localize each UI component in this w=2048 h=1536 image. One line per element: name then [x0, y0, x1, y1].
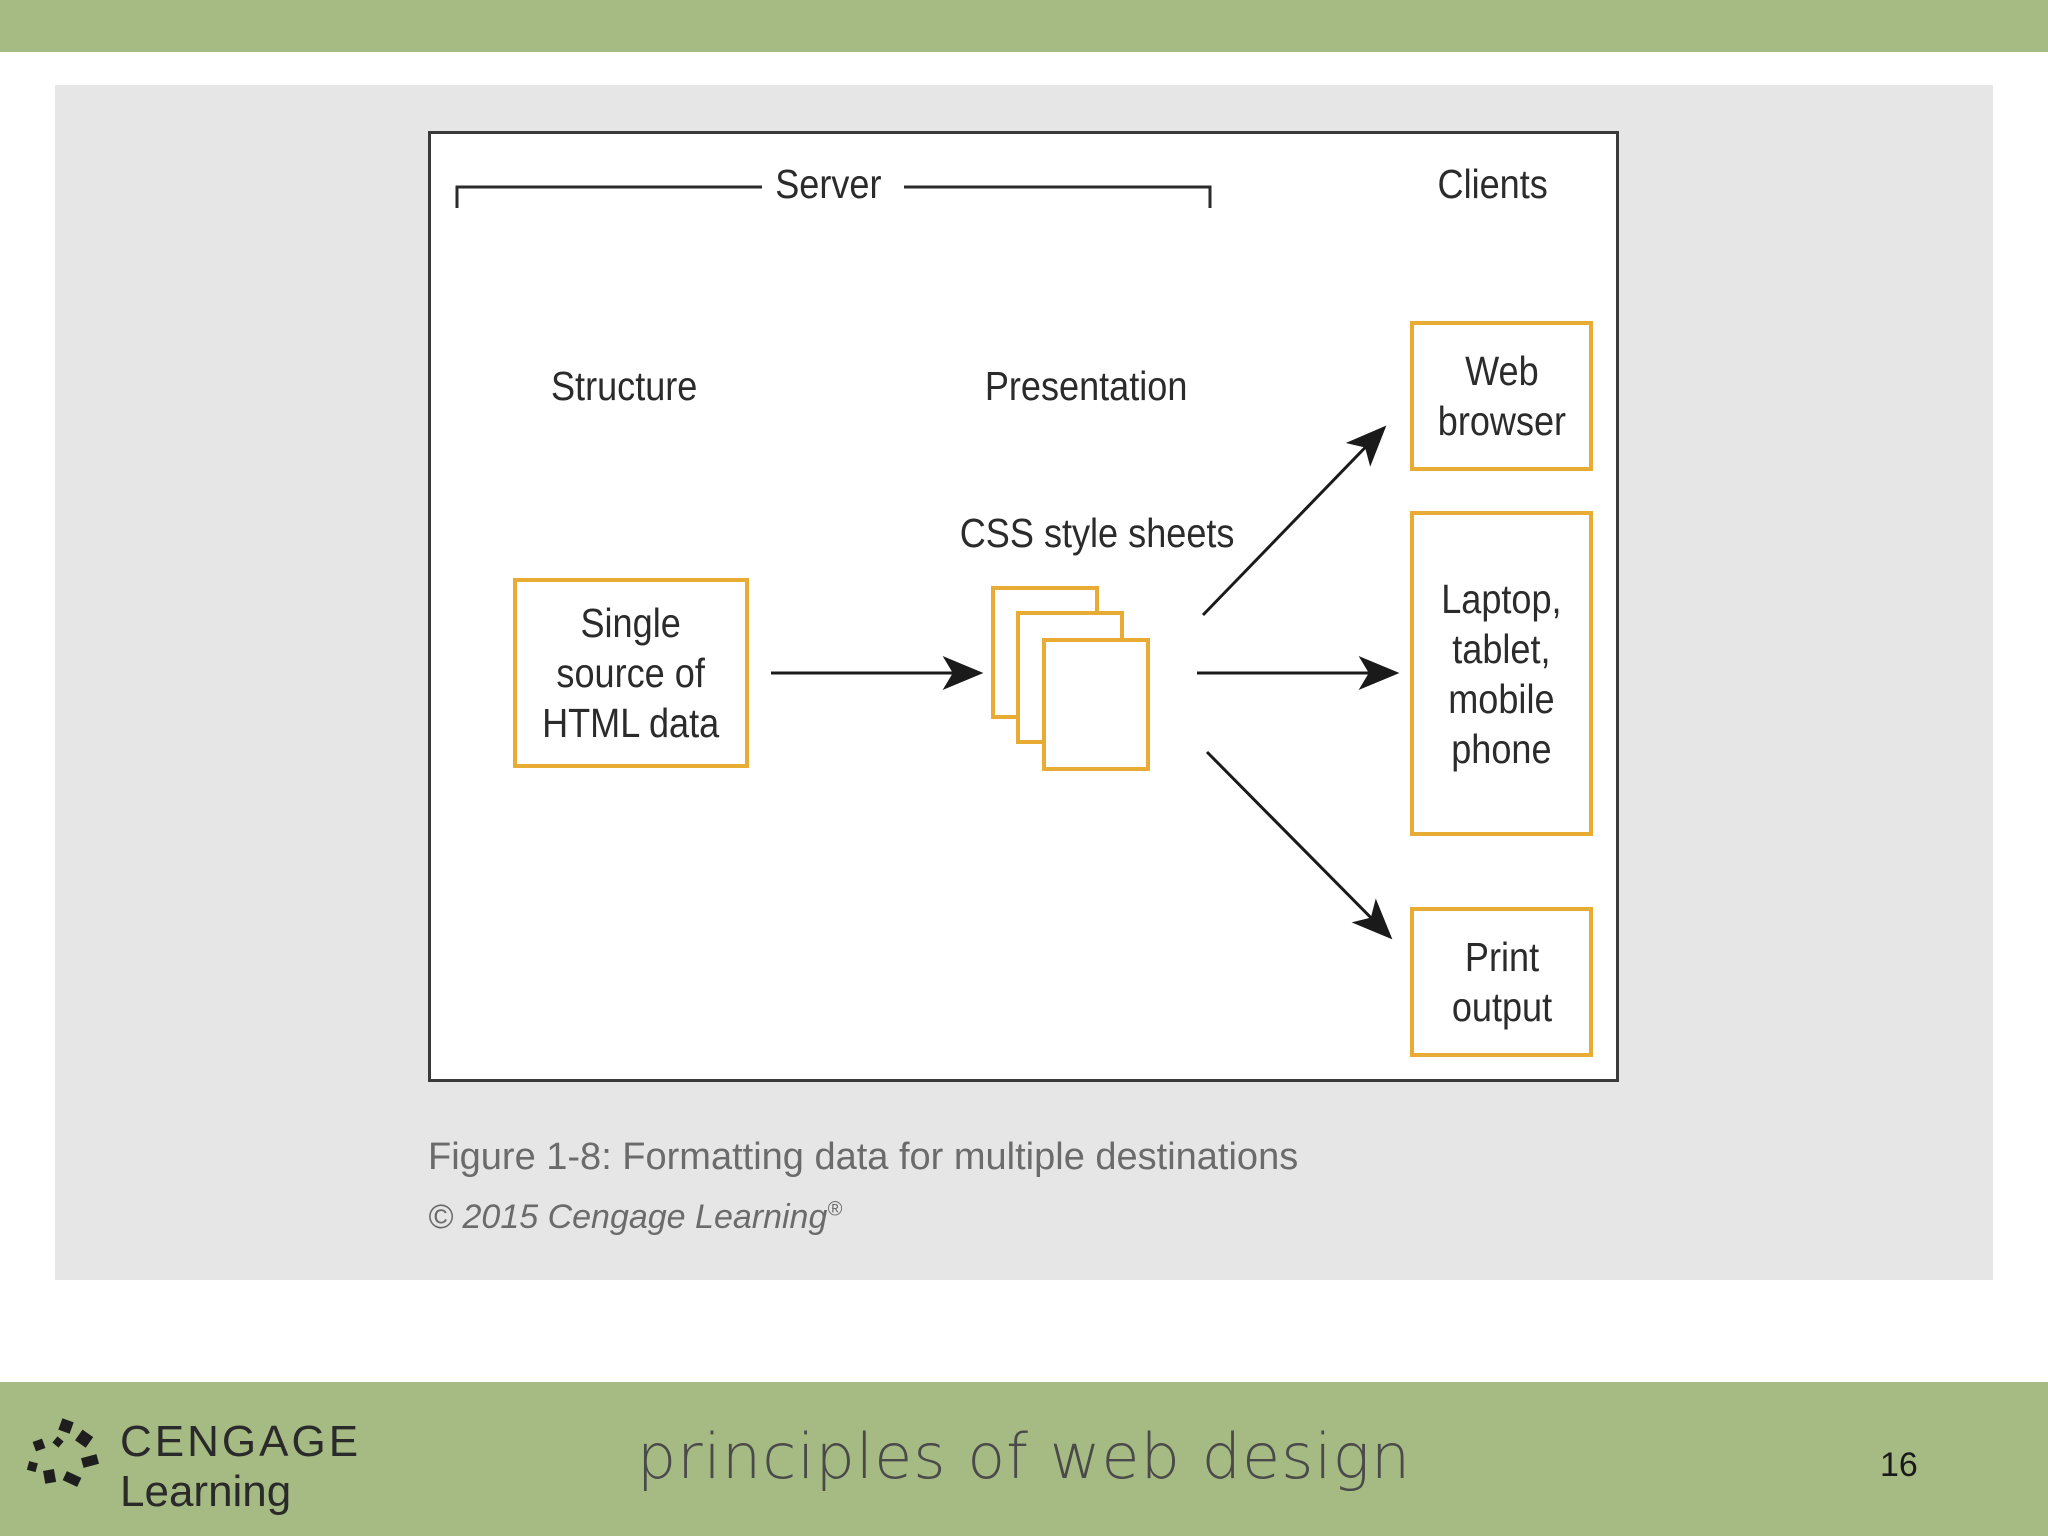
devices-text: Laptop, tablet, mobile phone	[1441, 575, 1562, 772]
clients-label: Clients	[1437, 161, 1548, 207]
web-browser-box: Web browser	[1410, 321, 1593, 471]
web-browser-text: Web browser	[1437, 348, 1566, 444]
server-label: Server	[775, 161, 882, 207]
logo-text-cengage: CENGAGE	[120, 1417, 362, 1466]
html-source-text: Single source of HTML data	[542, 600, 720, 746]
arrow-css-to-print	[1205, 750, 1393, 940]
footer-bar	[0, 1382, 2048, 1536]
css-style-sheets-label: CSS style sheets	[959, 510, 1235, 556]
server-bracket	[455, 185, 1212, 208]
cengage-logo-icon	[26, 1418, 100, 1487]
figure-caption: Figure 1-8: Formatting data for multiple…	[428, 1136, 1299, 1178]
footer-title: principles of web design	[636, 1420, 1412, 1493]
style-sheet-page	[1042, 638, 1150, 771]
figure-credit-text: © 2015 Cengage Learning	[428, 1198, 828, 1236]
devices-box: Laptop, tablet, mobile phone	[1410, 511, 1593, 836]
registered-mark: ®	[827, 1198, 843, 1221]
page-number: 16	[1880, 1446, 1918, 1484]
top-accent-bar	[0, 0, 2048, 52]
logo-text-learning: Learning	[120, 1467, 292, 1516]
html-source-box: Single source of HTML data	[513, 578, 749, 768]
structure-label: Structure	[550, 363, 698, 409]
print-output-text: Print output	[1451, 934, 1552, 1030]
arrow-css-to-browser	[1201, 425, 1387, 617]
presentation-label: Presentation	[984, 363, 1188, 409]
figure-credit: © 2015 Cengage Learning®	[428, 1198, 842, 1237]
print-output-box: Print output	[1410, 907, 1593, 1057]
